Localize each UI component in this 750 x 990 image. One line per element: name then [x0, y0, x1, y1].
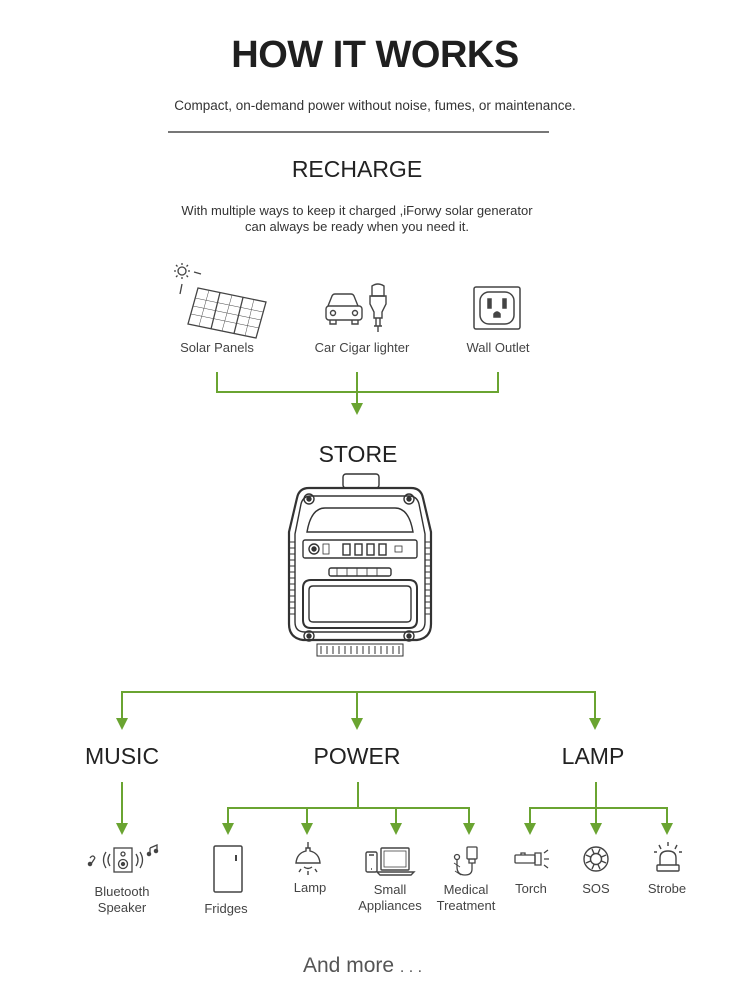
solar-panel-icon	[166, 262, 272, 345]
output-label-lamp: Lamp	[293, 880, 327, 895]
wall-outlet-icon	[473, 286, 523, 335]
arrow-to-appliances	[390, 823, 402, 835]
and-more-ellipsis: . . .	[399, 959, 423, 976]
page-subtitle: Compact, on-demand power without noise, …	[174, 98, 576, 113]
source-label-outlet: Wall Outlet	[466, 340, 530, 355]
arrow-to-sos	[590, 823, 602, 835]
output-label-speaker-1: Bluetooth	[94, 884, 150, 899]
output-label-small-2: Appliances	[358, 898, 422, 913]
music-heading: MUSIC	[84, 743, 160, 769]
output-label-sos: SOS	[582, 881, 610, 896]
arrow-to-lamp	[589, 718, 601, 730]
arrow-to-medical	[463, 823, 475, 835]
and-more-label: And more	[303, 954, 395, 977]
recharge-desc-line1: With multiple ways to keep it charged ,i…	[181, 203, 533, 218]
output-label-torch: Torch	[515, 881, 547, 896]
output-label-medical-1: Medical	[443, 882, 489, 897]
output-label-speaker-2: Speaker	[97, 900, 147, 915]
car-charger-icon	[322, 282, 394, 339]
lamp-heading: LAMP	[561, 743, 625, 769]
output-label-strobe: Strobe	[647, 881, 687, 896]
store-heading: STORE	[318, 441, 398, 467]
recharge-desc-line2: can always be ready when you need it.	[244, 219, 470, 234]
arrow-to-torch	[524, 823, 536, 835]
and-more-text: And more . . .	[303, 954, 422, 978]
laptop-phone-icon	[364, 846, 416, 883]
sos-icon	[582, 845, 610, 878]
recharge-heading: RECHARGE	[291, 156, 423, 182]
arrow-to-store	[351, 403, 363, 415]
output-label-medical-2: Treatment	[436, 898, 496, 913]
output-label-small-1: Small	[373, 882, 407, 897]
ceiling-lamp-icon	[293, 841, 323, 882]
medical-device-icon	[451, 845, 485, 886]
arrow-to-music	[116, 718, 128, 730]
page-title: HOW IT WORKS	[231, 34, 519, 76]
fridge-icon	[212, 845, 244, 898]
arrow-to-speaker	[116, 823, 128, 835]
arrow-to-lamp-item	[301, 823, 313, 835]
source-label-car: Car Cigar lighter	[314, 340, 410, 355]
source-label-solar: Solar Panels	[180, 340, 254, 355]
speaker-icon	[86, 842, 162, 879]
torch-icon	[513, 849, 551, 874]
arrow-to-fridges	[222, 823, 234, 835]
arrow-to-strobe	[661, 823, 673, 835]
power-heading: POWER	[313, 743, 401, 769]
arrow-to-power	[351, 718, 363, 730]
output-label-fridges: Fridges	[204, 901, 248, 916]
strobe-icon	[653, 841, 683, 878]
divider	[168, 131, 549, 133]
power-station-icon	[285, 472, 435, 665]
